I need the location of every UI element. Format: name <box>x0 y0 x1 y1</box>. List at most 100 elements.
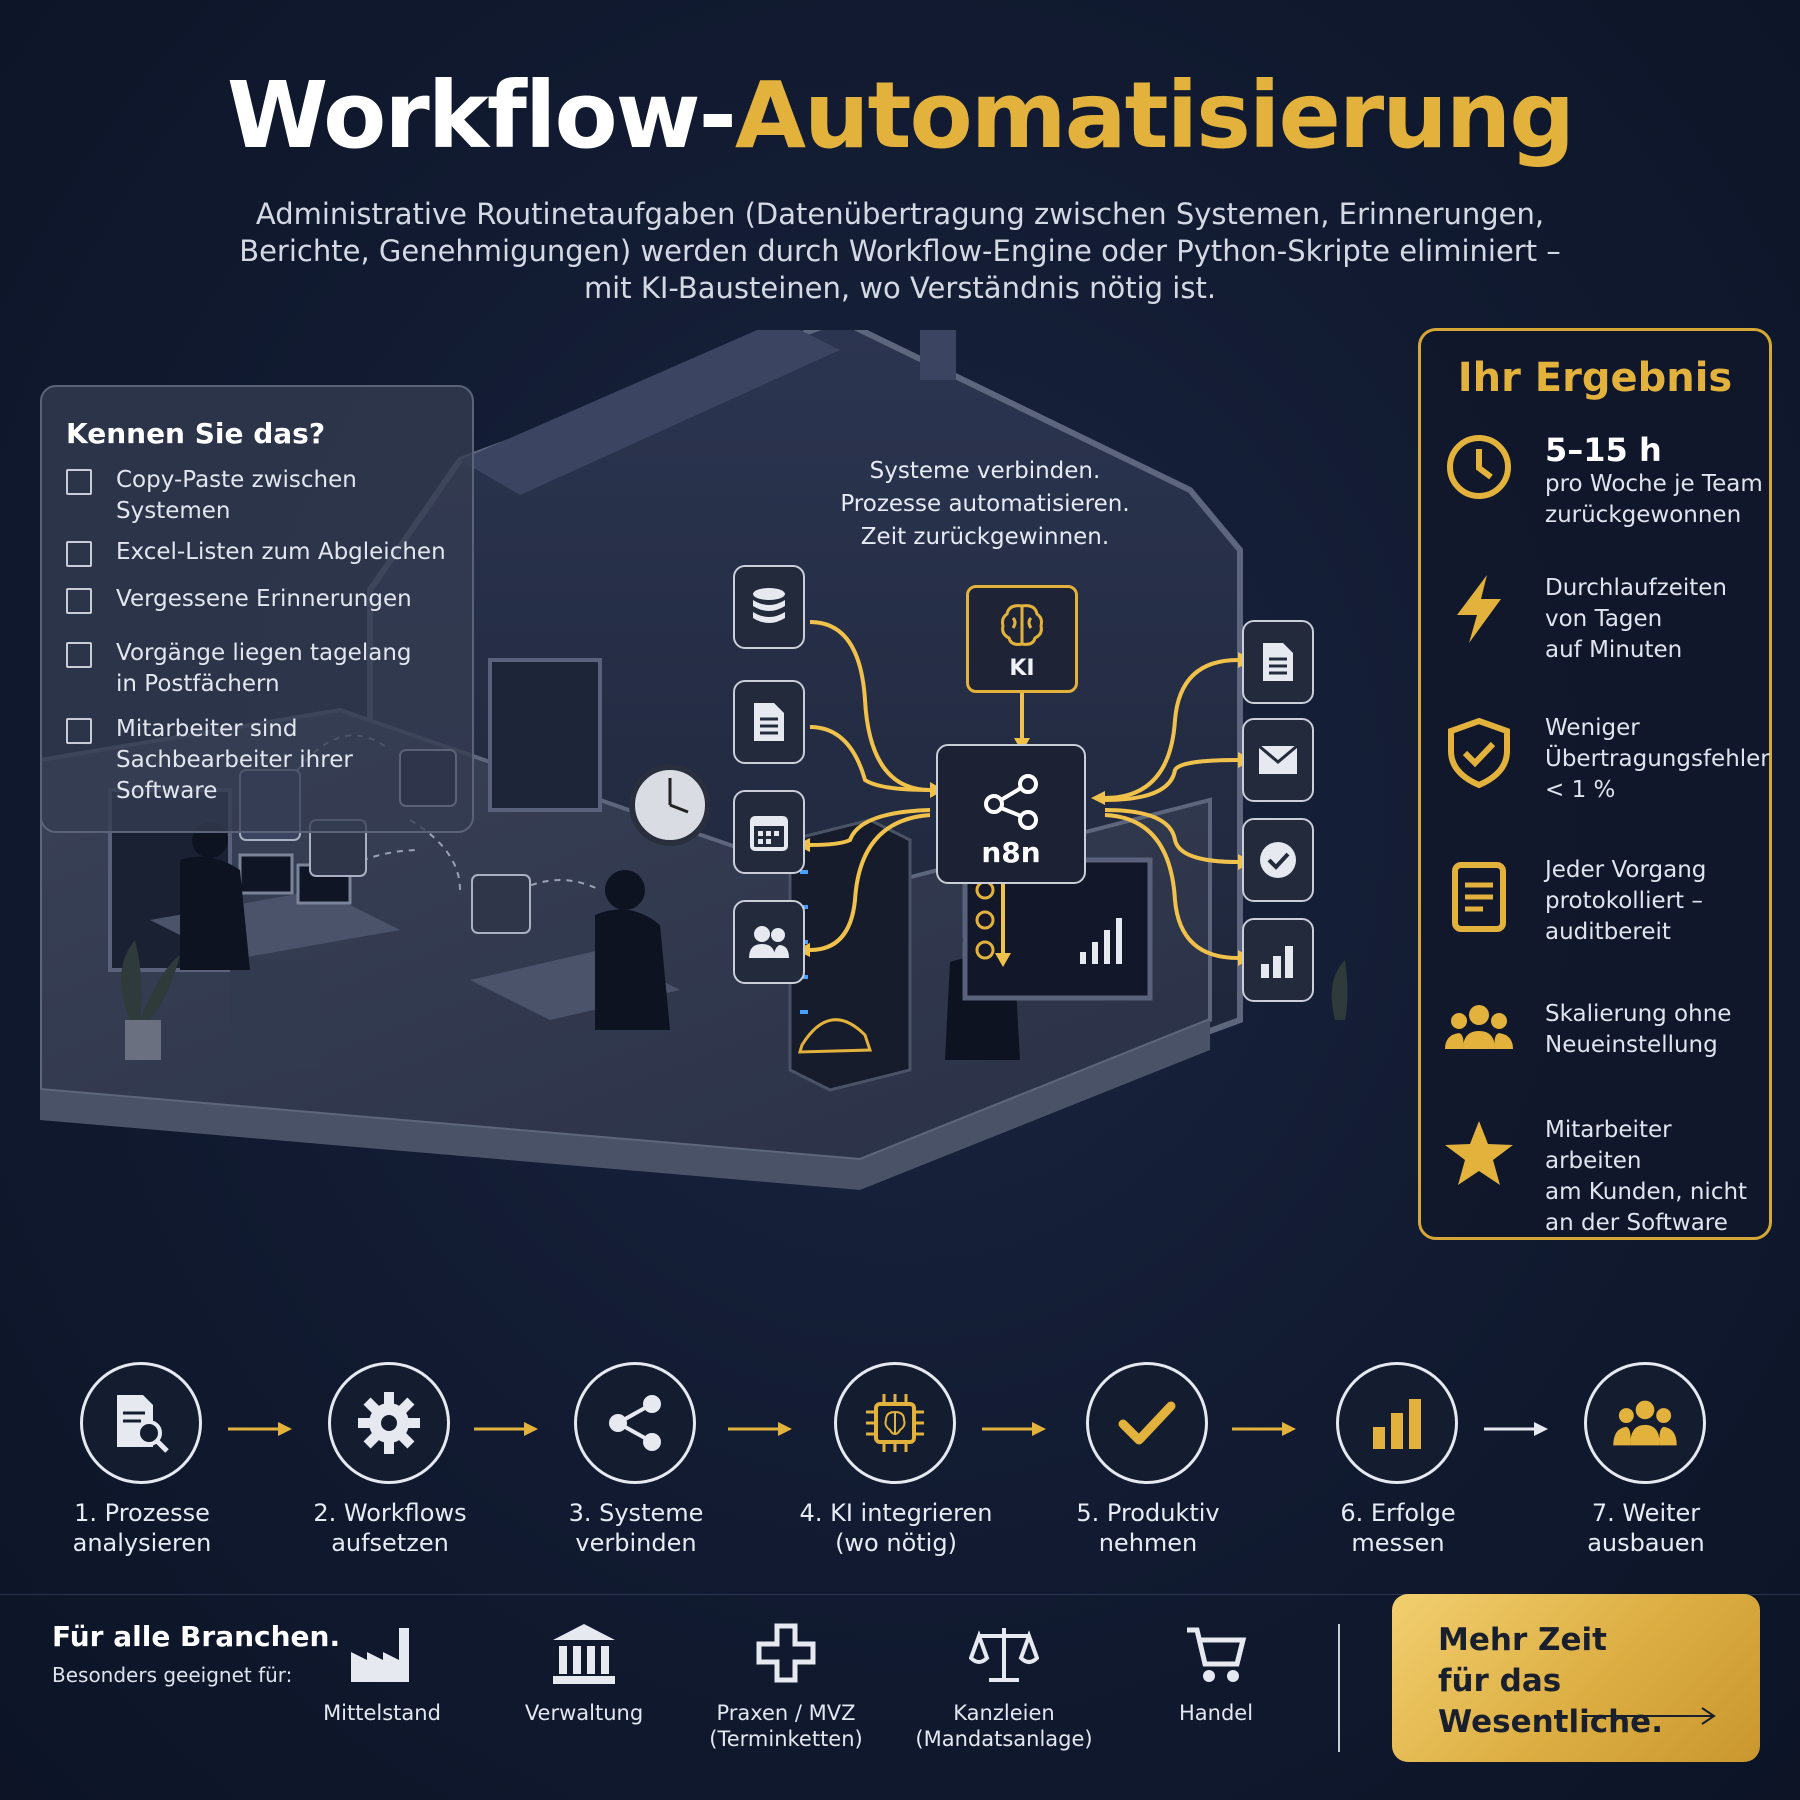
step-circle <box>80 1362 202 1484</box>
result-value: 5–15 h <box>1545 431 1662 469</box>
step-circle <box>834 1362 956 1484</box>
arrow-right-icon <box>1582 1707 1716 1725</box>
branch-label: Praxen / MVZ <box>716 1701 856 1725</box>
pain-point-text: Vergessene Erinnerungen <box>116 586 412 612</box>
document-search-icon <box>117 1395 169 1453</box>
check-icon <box>1260 842 1296 878</box>
checkbox[interactable] <box>66 642 92 668</box>
branch-handel: Handel <box>1116 1622 1316 1726</box>
n8n-label: n8n <box>981 836 1041 869</box>
result-text: Skalierung ohne <box>1545 1001 1732 1027</box>
pain-point-item: Vergessene Erinnerungen <box>66 584 456 615</box>
branch-kanzleien: Kanzleien(Mandatsanlage) <box>904 1622 1104 1752</box>
step-circle <box>1336 1362 1458 1484</box>
users-icon <box>749 926 789 958</box>
step-label: aufsetzen <box>331 1529 449 1557</box>
window <box>488 658 602 812</box>
check-output-node <box>1242 818 1314 902</box>
cta-text: für das Wesentliche. <box>1438 1663 1663 1740</box>
page-subtitle: Administrative Routinetaufgaben (Datenüb… <box>230 196 1570 307</box>
checkbox[interactable] <box>66 469 92 495</box>
gear-icon <box>358 1392 420 1454</box>
pain-point-text: in Postfächern <box>116 671 280 697</box>
star-icon <box>1445 1121 1513 1185</box>
n8n-engine: n8n <box>936 744 1086 884</box>
subtitle-line: Administrative Routinetaufgaben (Datenüb… <box>255 197 1545 231</box>
document-output-node <box>1242 620 1314 704</box>
arrow-right-icon <box>1484 1422 1548 1436</box>
result-text: auditbereit <box>1545 919 1671 945</box>
tagline-line: Zeit zurückgewinnen. <box>860 524 1110 550</box>
cta-text: Mehr Zeit <box>1438 1622 1607 1658</box>
network-nodes-icon <box>984 774 1038 830</box>
clock-hand <box>669 803 689 814</box>
step-label: 7. Weiter <box>1591 1499 1701 1527</box>
result-text: protokolliert – <box>1545 888 1703 914</box>
result-text: Durchlaufzeiten <box>1545 575 1727 601</box>
branch-label: Mittelstand <box>323 1701 441 1725</box>
tagline-line: Systeme verbinden. <box>869 458 1101 484</box>
branch-praxen: Praxen / MVZ(Terminketten) <box>686 1622 886 1752</box>
title-part-gold: Automatisierung <box>734 62 1575 169</box>
branchen-subtitle: Besonders geeignet für: <box>52 1663 293 1687</box>
plant <box>121 940 180 1020</box>
share-icon <box>609 1395 661 1451</box>
result-text: < 1 % <box>1545 777 1616 803</box>
document-icon <box>754 703 784 741</box>
arrow-right-icon <box>982 1422 1046 1436</box>
desk-drawer <box>230 960 320 1070</box>
checkbox[interactable] <box>66 588 92 614</box>
step-label: messen <box>1351 1529 1445 1557</box>
person-silhouette <box>180 856 250 970</box>
pain-points-title: Kennen Sie das? <box>66 417 326 450</box>
clock-icon <box>1447 435 1511 499</box>
lightning-icon <box>1457 575 1501 643</box>
step-circle <box>328 1362 450 1484</box>
subtitle-line: mit KI-Bausteinen, wo Verständnis nötig … <box>583 271 1217 305</box>
page-title: Workflow-Automatisierung <box>0 62 1800 169</box>
step-circle <box>1086 1362 1208 1484</box>
users-node <box>733 900 805 984</box>
branch-label: Verwaltung <box>524 1701 644 1725</box>
arrow-right-icon <box>228 1422 292 1436</box>
result-text: auf Minuten <box>1545 637 1683 663</box>
branch-label: Kanzleien <box>953 1701 1055 1725</box>
document-icon <box>1263 643 1293 681</box>
branch-verwaltung: Verwaltung <box>484 1622 684 1726</box>
document-node <box>733 680 805 764</box>
arrow-right-icon <box>728 1422 792 1436</box>
office-illustration <box>40 330 1348 1190</box>
scales-icon <box>968 1628 1040 1682</box>
team-icon <box>1445 1005 1513 1049</box>
floor-edge <box>40 1020 1210 1190</box>
tagline-line: Prozesse automatisieren. <box>840 491 1130 517</box>
cta-button[interactable]: Mehr Zeit für das Wesentliche. <box>1392 1594 1760 1762</box>
factory-icon <box>351 1628 409 1682</box>
government-building-icon <box>553 1624 615 1684</box>
result-text: pro Woche je Team <box>1545 471 1763 497</box>
checkbox[interactable] <box>66 718 92 744</box>
arrow-right-icon <box>474 1422 538 1436</box>
step-label: 1. Prozesse <box>74 1499 210 1527</box>
result-text: am Kunden, nicht <box>1545 1179 1748 1205</box>
mail-output-node <box>1242 718 1314 802</box>
branch-label: Handel <box>1178 1701 1254 1725</box>
checkbox[interactable] <box>66 541 92 567</box>
branchen-title: Für alle Branchen. <box>52 1620 341 1653</box>
results-title: Ihr Ergebnis <box>1457 355 1733 401</box>
result-text: von Tagen <box>1545 606 1663 632</box>
step-label: 6. Erfolge <box>1340 1499 1456 1527</box>
step-circle <box>1584 1362 1706 1484</box>
checkmark-icon <box>1118 1401 1176 1445</box>
shield-check-icon <box>1448 717 1510 789</box>
step-label: (wo nötig) <box>835 1529 957 1557</box>
calendar-icon <box>750 816 788 851</box>
pain-point-item: Excel-Listen zum Abgleichen <box>66 537 456 568</box>
team-icon <box>1613 1400 1677 1446</box>
step-label: 3. Systeme <box>568 1499 704 1527</box>
calendar-node <box>733 790 805 874</box>
